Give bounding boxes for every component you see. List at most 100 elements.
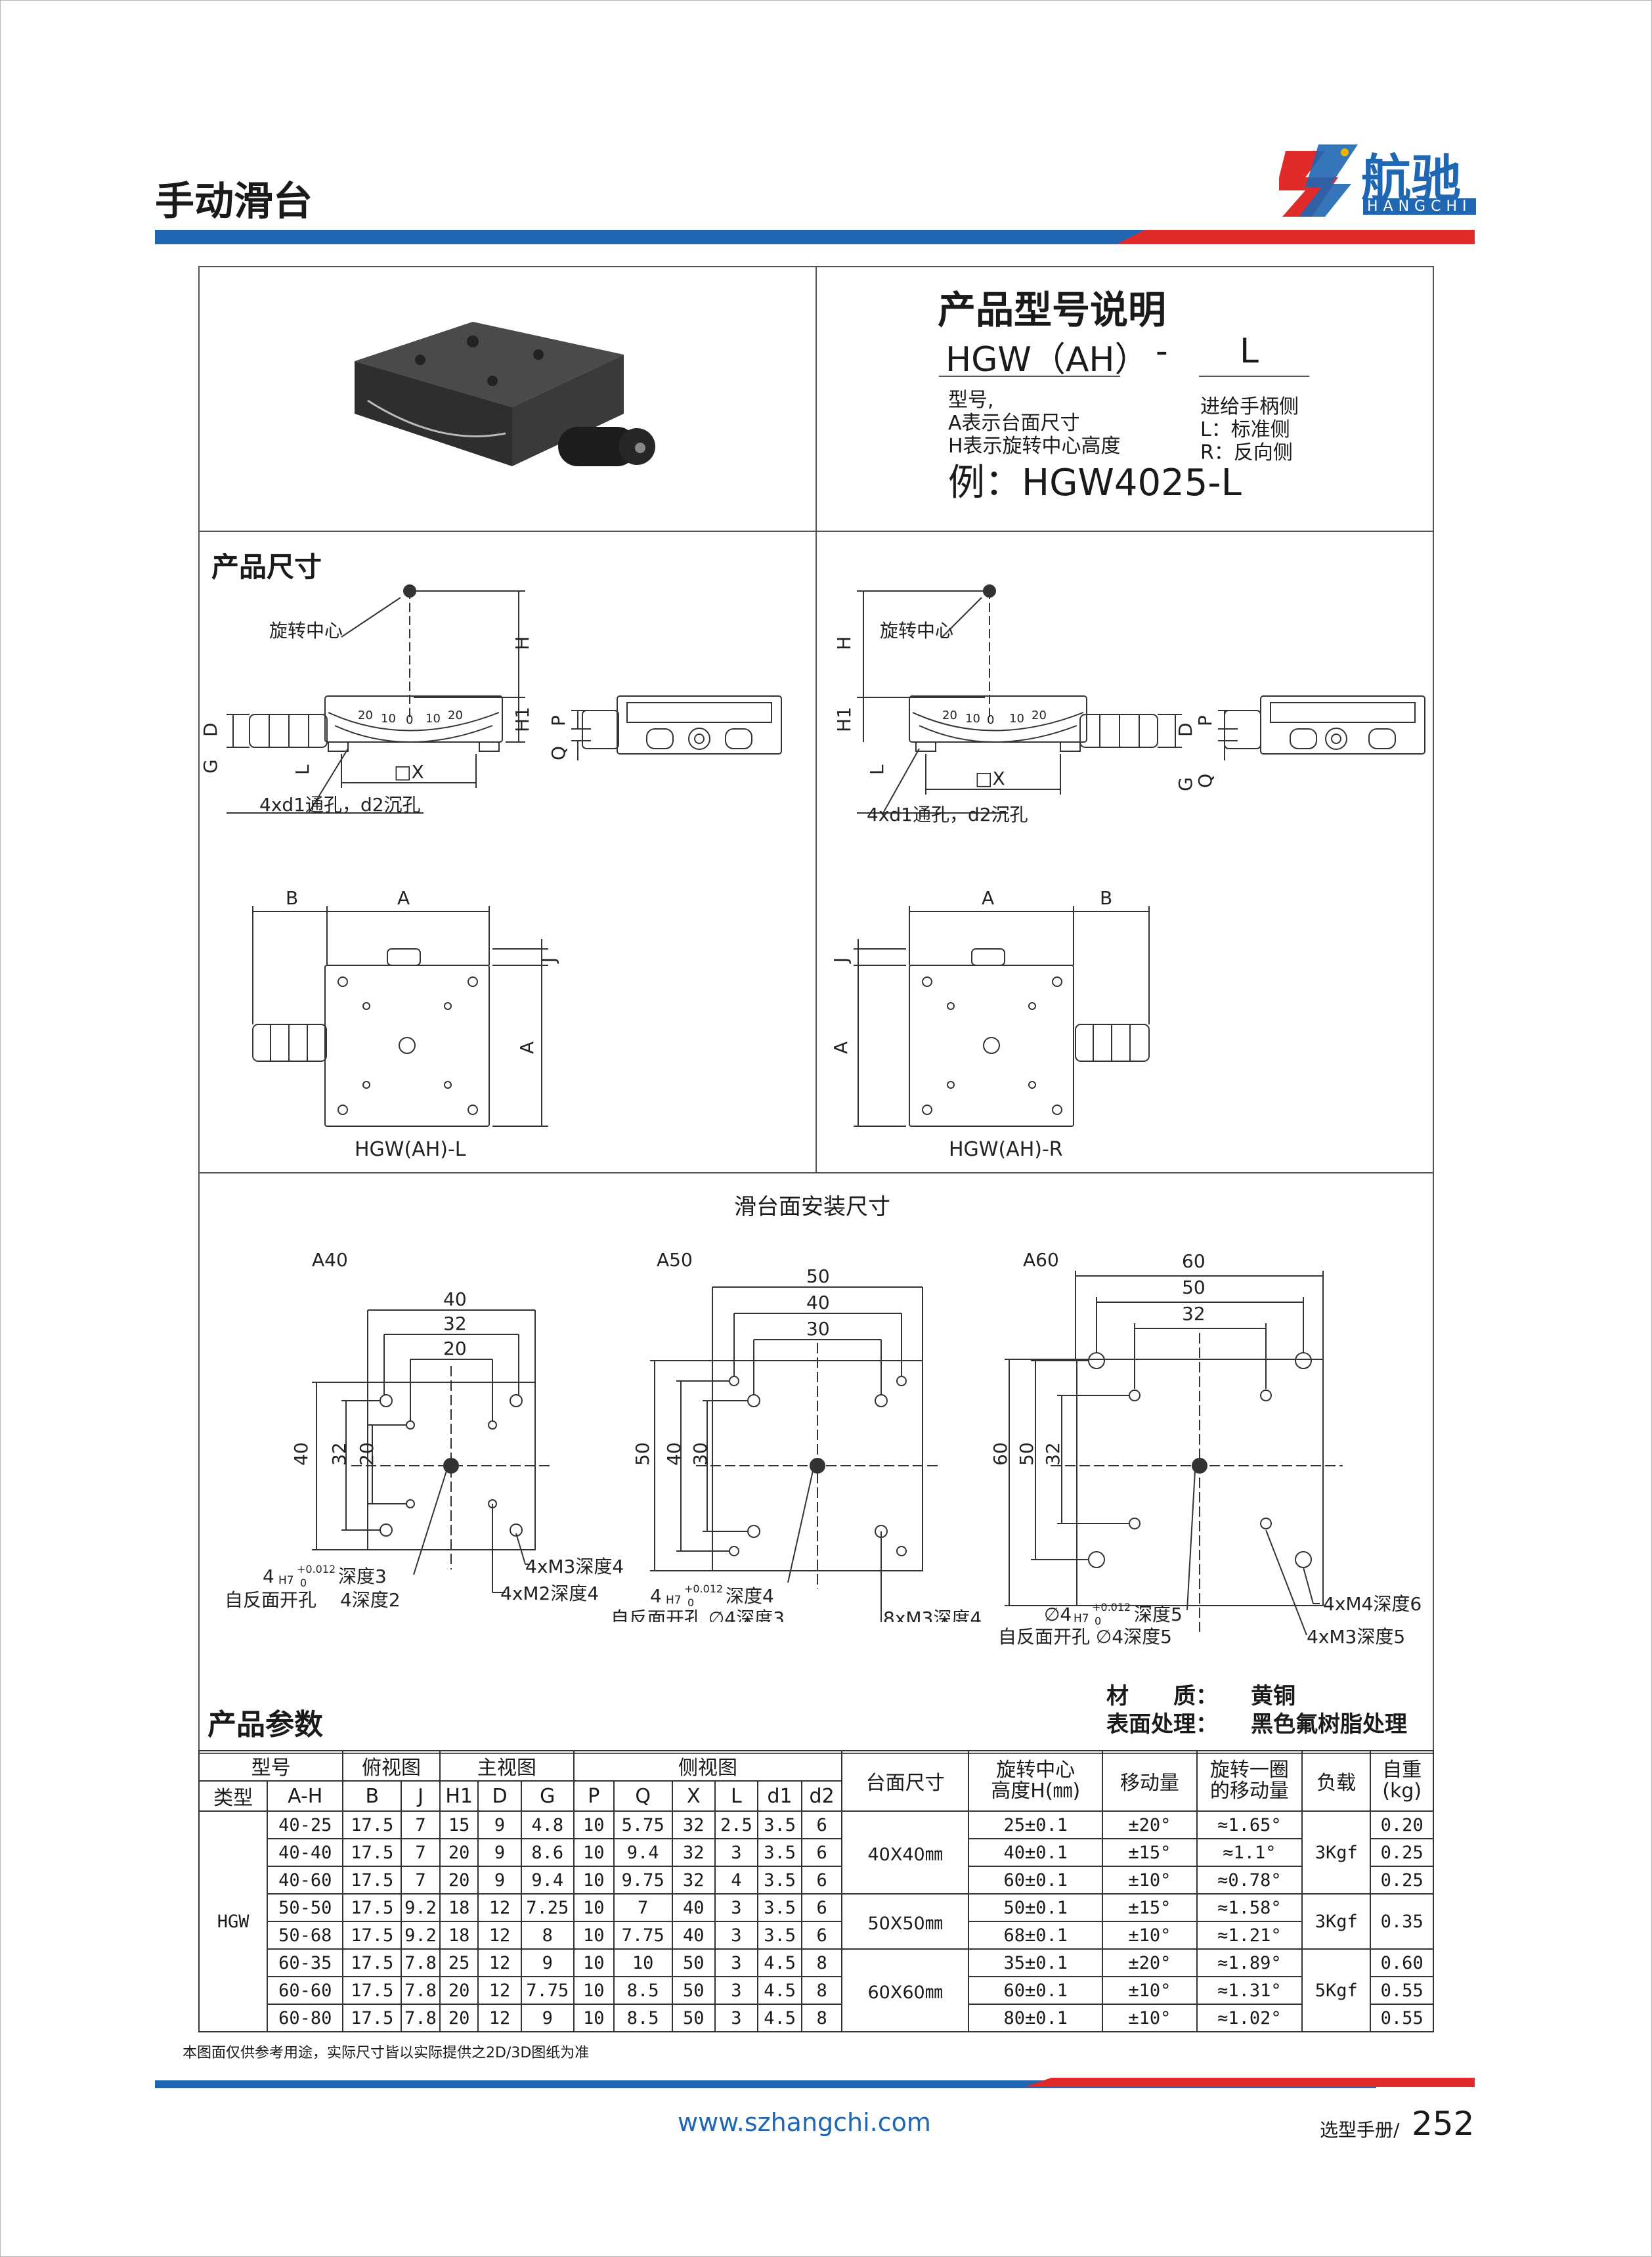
table-cell: ±20° (1102, 1810, 1198, 1839)
svg-text:4深度2: 4深度2 (340, 1589, 401, 1611)
header-rule-red (1116, 230, 1475, 244)
table-cell: 17.5 (342, 1866, 402, 1895)
model-code-main: HGW（AH） (946, 340, 1149, 380)
table-cell: 10 (573, 1921, 615, 1950)
table-cell: ±20° (1102, 1948, 1198, 1977)
table-cell: ≈0.78° (1196, 1866, 1303, 1895)
rotation-center-label-left: 旋转中心 (269, 620, 343, 642)
th-weight: 自重 (kg) (1370, 1750, 1434, 1812)
table-cell: 5.75 (613, 1810, 673, 1839)
params-table: 型号 俯视图 主视图 侧视图 台面尺寸 旋转中心 高度H(㎜) 移动量 旋转一圈… (198, 1750, 1434, 2032)
code-underline-left (939, 376, 1120, 377)
table-cell: 40-60 (267, 1866, 344, 1895)
side-note-2: L：标准侧 (1200, 418, 1290, 441)
th-main-view: 主视图 (439, 1750, 575, 1782)
a40-tol-lower: 0 (300, 1577, 307, 1589)
table-cell: 6 (801, 1838, 843, 1867)
table-cell: 6 (801, 1866, 843, 1895)
svg-text:10: 10 (1009, 712, 1024, 726)
a60-tol-lower: 0 (1095, 1615, 1102, 1627)
table-cell: 9 (477, 1866, 522, 1895)
model-desc-title: 产品型号说明 (938, 288, 1167, 332)
svg-text:20: 20 (358, 709, 373, 722)
svg-text:B: B (286, 887, 298, 909)
svg-text:A: A (982, 887, 994, 909)
table-cell: 40±0.1 (968, 1838, 1104, 1867)
table-cell: 3 (714, 1838, 758, 1867)
table-cell: 5Kgf (1301, 1948, 1372, 2032)
table-cell: 0.60 (1370, 1948, 1434, 1977)
manual-label: 选型手册/ (1320, 2119, 1400, 2141)
table-cell: 9.2 (401, 1893, 441, 1922)
svg-text:H1: H1 (833, 707, 855, 732)
svg-text:自反面开孔 ∅4深度3: 自反面开孔 ∅4深度3 (611, 1608, 785, 1622)
table-cell: 7.75 (613, 1921, 673, 1950)
params-title: 产品参数 (207, 1708, 323, 1742)
table-cell: 40 (671, 1921, 716, 1950)
svg-text:30: 30 (689, 1442, 711, 1466)
table-cell: 50-50 (267, 1893, 344, 1922)
table-cell: 10 (573, 1893, 615, 1922)
svg-text:20: 20 (356, 1442, 378, 1466)
svg-text:4xM2深度4: 4xM2深度4 (500, 1583, 599, 1604)
table-cell: ≈1.31° (1196, 1976, 1303, 2005)
th-top-view: 俯视图 (342, 1750, 441, 1782)
table-cell: 18 (439, 1893, 479, 1922)
table-cell: 10 (573, 1976, 615, 2005)
svg-text:4xM3深度5: 4xM3深度5 (1307, 1626, 1405, 1648)
svg-text:50: 50 (1016, 1442, 1037, 1466)
table-cell: 8 (801, 2004, 843, 2032)
th-model: 型号 (198, 1750, 344, 1782)
table-cell: 7 (401, 1866, 441, 1895)
mount-a50: A50 50 40 30 50 40 30 4 H7 +0.012 深度4 自反… (611, 1249, 982, 1622)
svg-text:+0.012: +0.012 (1092, 1601, 1131, 1613)
svg-text:A: A (830, 1041, 852, 1054)
table-cell: 40 (671, 1893, 716, 1922)
table-cell: ±10° (1102, 1866, 1198, 1895)
table-cell: 17.5 (342, 1976, 402, 2005)
table-cell: 35±0.1 (968, 1948, 1104, 1977)
svg-text:G: G (1175, 777, 1196, 791)
table-cell: 10 (613, 1948, 673, 1977)
table-cell: 15 (439, 1810, 479, 1839)
table-cell: 20 (439, 1838, 479, 1867)
svg-text:4xM3深度4: 4xM3深度4 (525, 1556, 624, 1577)
table-cell: 9.4 (520, 1866, 575, 1895)
table-cell: 7.25 (520, 1893, 575, 1922)
svg-text:B: B (1100, 887, 1112, 909)
a40-label: A40 (312, 1249, 348, 1271)
table-cell: 3 (714, 2004, 758, 2032)
table-cell: 10 (573, 1948, 615, 1977)
brand-mark-icon (1276, 144, 1358, 217)
table-cell: 12 (477, 1921, 522, 1950)
svg-text:30: 30 (806, 1318, 830, 1340)
svg-text:40: 40 (806, 1292, 830, 1313)
table-cell: 0.20 (1370, 1810, 1434, 1839)
svg-text:20: 20 (443, 1338, 467, 1359)
website-link[interactable]: www.szhangchi.com (678, 2108, 931, 2137)
product-photo (341, 302, 670, 499)
table-cell: 8 (520, 1921, 575, 1950)
table-cell: 4.8 (520, 1810, 575, 1839)
table-cell: 50 (671, 1948, 716, 1977)
svg-text:10: 10 (381, 712, 396, 726)
svg-text:H7: H7 (278, 1574, 294, 1587)
table-cell: 2.5 (714, 1810, 758, 1839)
drawing-left: 旋转中心 H H1 D G L P Q □X 4xd1通孔，d2沉孔 B A J… (200, 584, 782, 1161)
table-cell: 10 (573, 1838, 615, 1867)
th-sub-l: L (714, 1780, 758, 1812)
brand-name: 航驰 (1361, 149, 1461, 208)
table-cell: 40-25 (267, 1810, 344, 1839)
svg-text:P: P (1194, 715, 1216, 726)
table-cell: 9.4 (613, 1838, 673, 1867)
table-cell: 12 (477, 1976, 522, 2005)
table-cell: 6 (801, 1893, 843, 1922)
footer-rule-red (1024, 2078, 1475, 2087)
hole-note-right: 4xd1通孔，d2沉孔 (867, 804, 1028, 825)
caption-left: HGW(AH)-L (355, 1138, 466, 1161)
svg-text:G: G (200, 759, 221, 774)
table-cell: 40X40㎜ (841, 1810, 970, 1895)
